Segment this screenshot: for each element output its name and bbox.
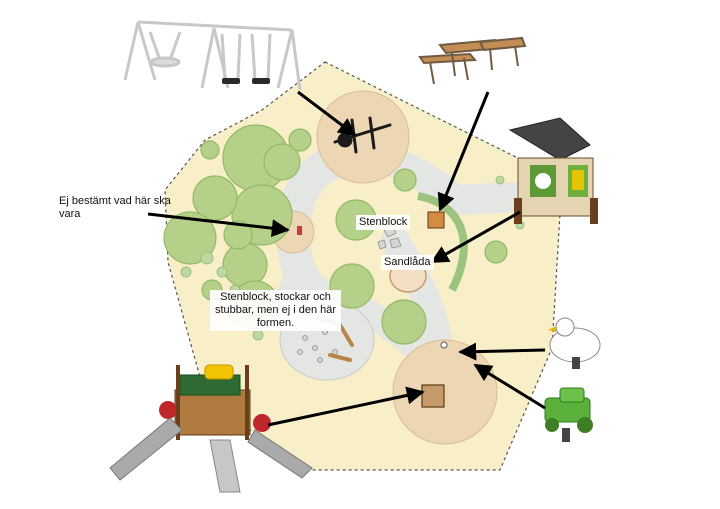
green-arc xyxy=(417,192,468,292)
play-tower-slides-icon xyxy=(109,364,313,493)
bench-plan-icon xyxy=(427,211,445,229)
bird-spring-rider-icon xyxy=(548,317,601,369)
label-undecided: Ej bestämt vad här ska vara xyxy=(59,195,171,220)
swing-seats xyxy=(222,78,270,84)
tree-group-right xyxy=(329,168,508,345)
label-stone-blocks: Stenblock xyxy=(356,215,411,230)
play-tower-plan-icon xyxy=(421,384,445,408)
swing-set-icon xyxy=(123,20,302,91)
label-stones-logs: Stenblock, stockar och stubbar, men ej i… xyxy=(210,290,341,331)
playhouse-icon xyxy=(508,117,598,224)
play-tower-sand-area xyxy=(392,339,498,445)
spring-rider-dot xyxy=(440,341,448,349)
picnic-table-icon xyxy=(418,36,527,85)
arrows xyxy=(147,90,546,427)
tree-group-left xyxy=(163,124,312,330)
swing-sand-area xyxy=(316,90,410,184)
undecided-marker xyxy=(297,226,302,235)
tractor-spring-rider-icon xyxy=(544,387,593,442)
label-sandbox: Sandlåda xyxy=(381,255,434,270)
